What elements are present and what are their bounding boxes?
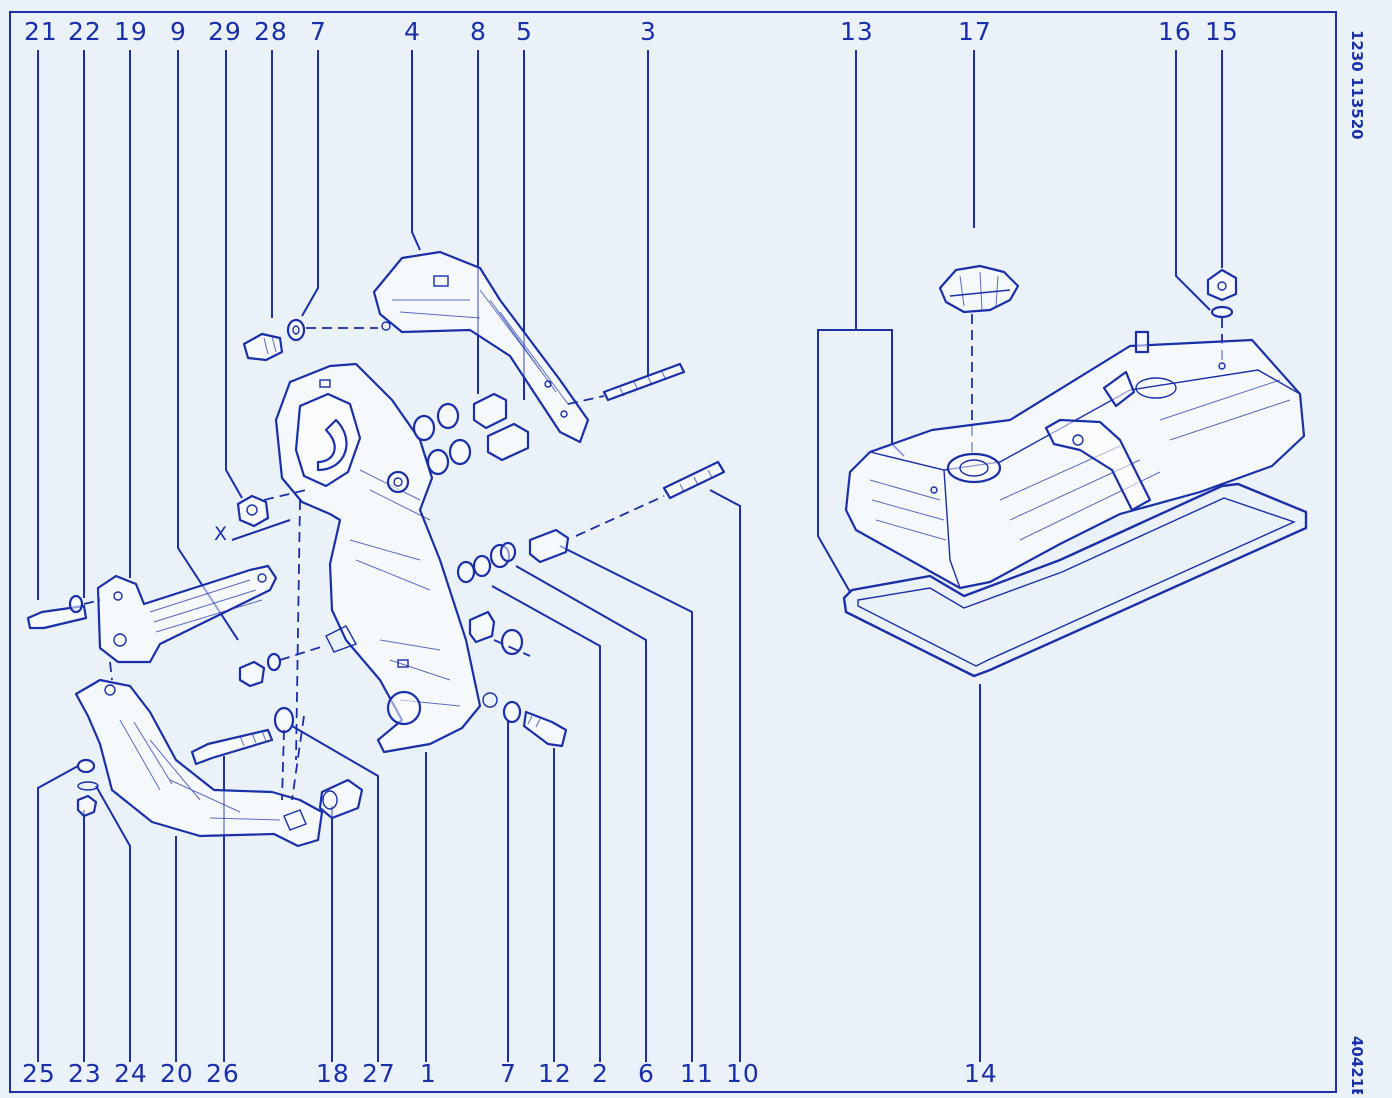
callout-28: 28 xyxy=(254,17,288,46)
callout-20: 20 xyxy=(160,1059,194,1088)
nut-part-29 xyxy=(236,489,307,528)
washer-part-16 xyxy=(1210,305,1234,319)
callout-10: 10 xyxy=(726,1059,760,1088)
callout-22: 22 xyxy=(68,17,102,46)
callout-8: 8 xyxy=(470,17,487,46)
callout-26: 26 xyxy=(206,1059,240,1088)
spacers-part-2-6-11 xyxy=(456,528,570,584)
callout-5: 5 xyxy=(516,17,533,46)
bushings-part-8-5 xyxy=(412,392,530,476)
callout-18: 18 xyxy=(316,1059,350,1088)
callout-24: 24 xyxy=(114,1059,148,1088)
bottom-callouts: 25 23 24 20 26 18 27 1 7 12 2 6 11 10 14 xyxy=(22,1059,998,1088)
callout-14: 14 xyxy=(964,1059,998,1088)
valve-cover-part-13 xyxy=(844,330,1306,590)
callout-15: 15 xyxy=(1205,17,1239,46)
bolt-part-26 xyxy=(190,706,295,766)
callout-17: 17 xyxy=(958,17,992,46)
callout-4: 4 xyxy=(404,17,421,46)
top-right-callouts: 13 17 16 15 xyxy=(840,17,1239,46)
nut-part-15 xyxy=(1206,268,1238,302)
callout-9: 9 xyxy=(170,17,187,46)
callout-13: 13 xyxy=(840,17,874,46)
bolt-part-28 xyxy=(242,318,306,362)
side-code-top: 1230 113520 xyxy=(1348,30,1366,140)
callout-23: 23 xyxy=(68,1059,102,1088)
callout-16: 16 xyxy=(1158,17,1192,46)
callout-7b: 7 xyxy=(500,1059,517,1088)
detail-marker-x: X xyxy=(214,523,228,545)
callout-25: 25 xyxy=(22,1059,56,1088)
lower-bushings xyxy=(468,610,524,656)
oil-filler-cap-part-17 xyxy=(938,264,1020,314)
side-code-bottom: 40421B xyxy=(1348,1036,1366,1094)
nut-part-9 xyxy=(238,645,325,688)
bushing-part-18 xyxy=(318,778,364,820)
callout-21: 21 xyxy=(24,17,58,46)
upper-bracket-part-4 xyxy=(372,250,590,444)
gasket-part-14 xyxy=(842,482,1308,678)
callout-29: 29 xyxy=(208,17,242,46)
small-parts-23-24-25 xyxy=(76,758,99,818)
stud-part-10 xyxy=(662,460,726,500)
callout-27: 27 xyxy=(362,1059,396,1088)
bolt-part-12 xyxy=(502,700,568,748)
stud-part-3 xyxy=(602,362,686,402)
callout-1: 1 xyxy=(420,1059,437,1088)
leader-lines xyxy=(37,50,1223,1062)
callout-12: 12 xyxy=(538,1059,572,1088)
engine-mount-body-part-1 xyxy=(274,362,498,754)
callout-7: 7 xyxy=(310,17,327,46)
side-bracket-part-19 xyxy=(96,564,278,664)
callout-2: 2 xyxy=(592,1059,609,1088)
lower-arm-part-20 xyxy=(74,678,324,848)
callout-3: 3 xyxy=(640,17,657,46)
bolt-part-21 xyxy=(26,594,88,630)
callout-6: 6 xyxy=(638,1059,655,1088)
callout-19: 19 xyxy=(114,17,148,46)
top-left-callouts: 21 22 19 9 29 28 7 4 8 5 3 xyxy=(24,17,657,46)
drawing-frame xyxy=(9,11,1337,1093)
callout-11: 11 xyxy=(680,1059,714,1088)
